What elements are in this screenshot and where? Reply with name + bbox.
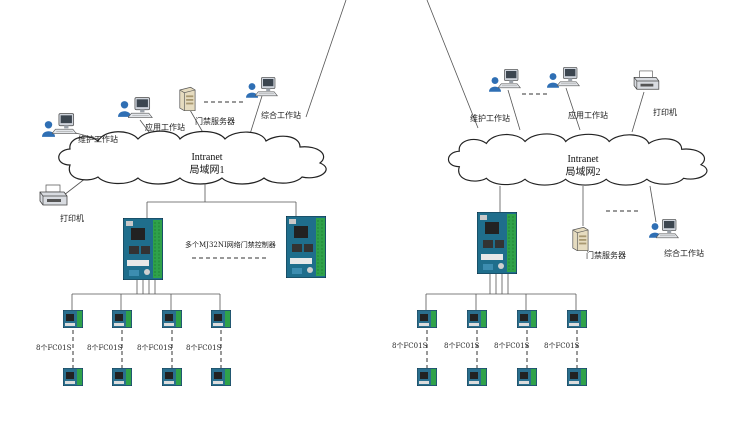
left-printer-label: 打印机 xyxy=(60,213,84,223)
controllers-label: 多个MJ32NI网络门禁控制器 xyxy=(185,240,276,249)
maintenance-person-icon xyxy=(42,121,55,137)
right-app-label: 应用工作站 xyxy=(568,110,608,120)
left-fc-top-2 xyxy=(112,310,132,328)
left-fc-chains xyxy=(72,330,222,368)
right-maintenance-workstation-icon xyxy=(498,68,521,89)
left-cloud-line2: 局域网1 xyxy=(190,163,225,176)
right-lower-links xyxy=(499,185,657,226)
left-device-links xyxy=(63,95,263,196)
right-fc-chains xyxy=(426,330,578,368)
access-server-icon xyxy=(179,86,196,112)
right-fc-bottom-1 xyxy=(417,368,437,386)
right-integrated-label: 综合工作站 xyxy=(664,248,704,258)
left-fc-label-1: 8个FC01S xyxy=(36,344,72,352)
left-server-label: 门禁服务器 xyxy=(195,116,235,126)
left-fc-bottom-3 xyxy=(162,368,182,386)
left-fc-label-4: 8个FC01S xyxy=(186,344,222,352)
right-printer-icon xyxy=(633,70,660,90)
right-printer-label: 打印机 xyxy=(653,107,677,117)
right-access-server-icon xyxy=(572,226,589,252)
left-fc-top-4 xyxy=(211,310,231,328)
left-controller-board-2 xyxy=(286,216,326,278)
right-maintenance-label: 维护工作站 xyxy=(470,113,510,123)
right-fc-label-4: 8个FC01S xyxy=(544,342,580,350)
left-fc-label-3: 8个FC01S xyxy=(137,344,173,352)
right-fc-top-4 xyxy=(567,310,587,328)
right-fc-bottom-4 xyxy=(567,368,587,386)
right-cloud-line2: 局域网2 xyxy=(566,165,601,178)
right-fc-label-2: 8个FC01S xyxy=(444,342,480,350)
left-integrated-label: 综合工作站 xyxy=(261,110,301,120)
app-workstation-icon xyxy=(128,97,153,118)
left-printer-icon xyxy=(39,184,68,206)
left-fc-label-2: 8个FC01S xyxy=(87,344,123,352)
left-controller-bus xyxy=(146,183,297,220)
left-cloud-line1: Intranet xyxy=(191,152,222,163)
left-fc-bottom-4 xyxy=(211,368,231,386)
right-fc-label-3: 8个FC01S xyxy=(494,342,530,350)
right-fc-top-1 xyxy=(417,310,437,328)
right-fc-top-2 xyxy=(467,310,487,328)
left-app-label: 应用工作站 xyxy=(145,122,185,132)
right-app-workstation-icon xyxy=(557,66,580,87)
right-device-links xyxy=(507,87,645,133)
right-server-label: 门禁服务器 xyxy=(586,250,626,260)
right-fc-label-1: 8个FC01S xyxy=(392,342,428,350)
left-fc-top-3 xyxy=(162,310,182,328)
right-maintenance-person-icon xyxy=(489,77,501,92)
left-fc-bus xyxy=(71,280,221,310)
left-controller-board-1 xyxy=(123,218,163,280)
left-fc-top-1 xyxy=(63,310,83,328)
left-maintenance-label: 维护工作站 xyxy=(78,134,118,144)
right-fc-top-3 xyxy=(517,310,537,328)
right-fc-bottom-2 xyxy=(467,368,487,386)
right-integrated-workstation-icon xyxy=(656,218,679,239)
right-fc-bus xyxy=(425,274,577,310)
right-controller-board xyxy=(477,212,517,274)
left-fc-bottom-1 xyxy=(63,368,83,386)
integrated-workstation-icon xyxy=(255,76,278,97)
app-person-icon xyxy=(118,101,131,117)
maintenance-workstation-icon xyxy=(52,113,77,134)
right-cloud-line1: Intranet xyxy=(567,154,598,165)
right-fc-bottom-3 xyxy=(517,368,537,386)
left-fc-bottom-2 xyxy=(112,368,132,386)
